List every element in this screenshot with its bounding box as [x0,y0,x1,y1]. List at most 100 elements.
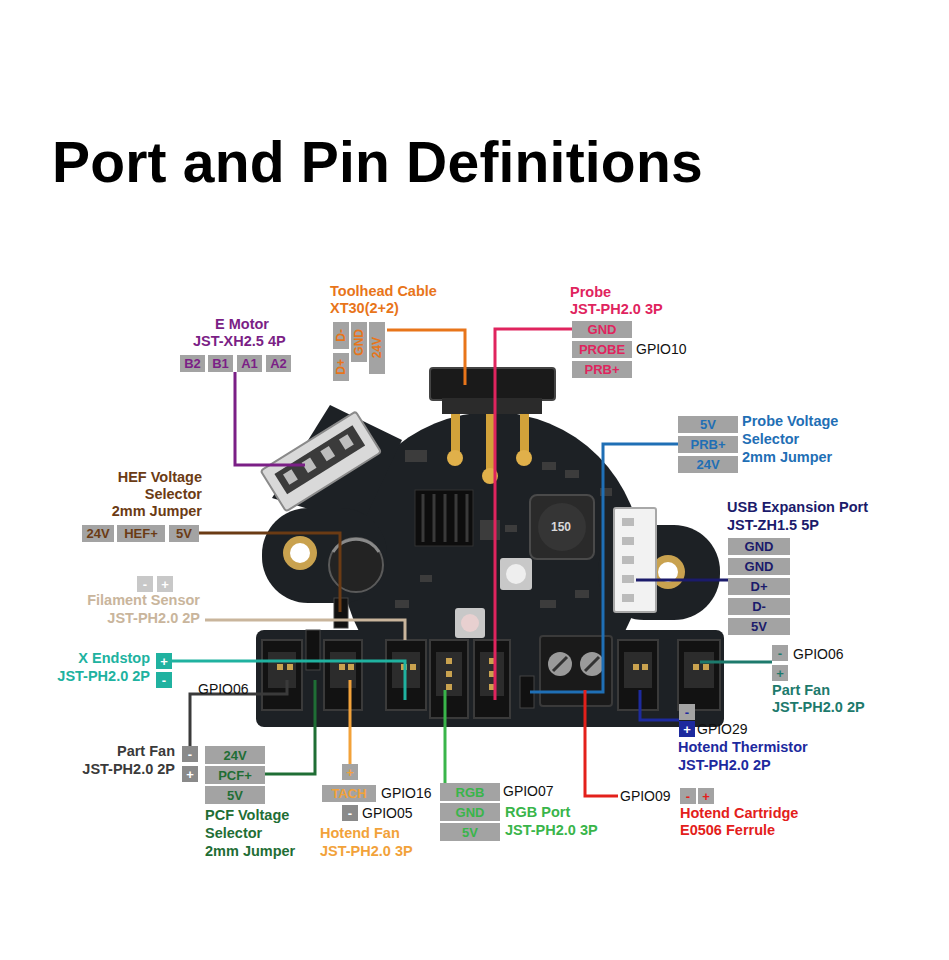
heatsink [444,494,447,542]
connector-pin [633,664,639,670]
port-label: JST-ZH1.5 5P [727,518,819,533]
usb-connector [622,518,634,526]
port-label: Toolhead Cable [330,284,437,299]
pin-label: 24V [82,525,114,542]
gpio-label: GPIO10 [636,342,687,356]
pin-label: PRB+ [678,436,738,453]
jst-connector [262,640,302,710]
heatsink [466,494,469,542]
usb-connector [622,537,634,545]
jst-connector [684,652,714,688]
pin-label: 5V [205,786,265,804]
pin-label: + [679,721,695,737]
smd-parts [395,600,409,608]
port-label: RGB Port [505,805,570,820]
port-label: USB Expansion Port [727,500,868,515]
terminal-block [553,657,567,671]
jst-connector [330,652,356,688]
pin-label: + [698,788,714,804]
xt30-connector [430,368,555,400]
pin-label: HEF+ [117,525,165,542]
pin-label: D+ [333,353,349,381]
motor-connector [261,411,381,511]
port-label: E0506 Ferrule [680,823,775,838]
port-label: Hotend Cartridge [680,806,798,821]
pin-text: D+ [335,359,347,375]
capacitor [329,538,383,592]
pin-label: D+ [728,578,790,595]
jst-connector [262,640,720,718]
leader-line [530,444,678,692]
motor-connector [339,434,354,449]
heatsink [415,490,473,546]
gpio-label: GPIO07 [503,784,554,798]
port-label: Probe [570,285,611,300]
port-label: Hotend Thermistor [678,740,808,755]
xt30-connector [451,414,460,456]
pin-label: A2 [266,355,291,372]
motor-connector [283,469,298,484]
port-label: JST-PH2.0 2P [678,758,771,773]
port-label: JST-PH2.0 2P [82,762,175,777]
port-label: 2mm Jumper [742,450,832,465]
port-label: Hotend Fan [320,826,400,841]
pin-label: + [342,764,358,780]
jst-connector [678,640,720,710]
leader-line [199,533,340,612]
connector-pin [277,664,283,670]
smd-parts [565,470,579,478]
pin-label: - [772,645,788,661]
gpio-label: GPIO06 [793,647,844,661]
connector-pin [446,658,452,664]
pin-label: 5V [169,525,199,542]
leader-line [585,690,618,796]
xt30-connector [447,450,463,466]
port-label: Part Fan [117,744,175,759]
pin-label: 5V [728,618,790,635]
pin-label: + [157,576,173,592]
port-label: Selector [742,432,799,447]
jst-connector [324,640,362,710]
port-label: JST-PH2.0 3P [570,302,663,317]
leader-line [387,330,465,385]
pcb-outline [256,405,724,727]
smd-parts [480,520,500,540]
port-label: E Motor [215,317,269,332]
pin-label: 24V [205,746,265,764]
capacitor [329,538,383,592]
connector-pin [287,664,293,670]
smd-parts [395,450,612,608]
leader-line [700,661,772,664]
inductor [538,503,586,551]
leader-line [172,329,772,796]
pin-label: + [772,665,788,681]
reset-button [506,564,526,584]
connector-pin [410,664,416,670]
pin-label: - [156,672,172,688]
jumper-header [306,598,534,708]
port-label: X Endstop [78,651,150,666]
pin-label: GND [351,322,367,362]
port-label: 2mm Jumper [205,844,295,859]
pin-text: GND [353,329,365,356]
pin-label: B2 [180,355,205,372]
motor-connector [274,425,365,494]
pin-label: + [182,766,198,782]
pin-label: 5V [678,416,738,433]
page-title: Port and Pin Definitions [52,134,703,191]
usb-connector [622,556,634,564]
terminal-block [548,652,572,676]
connector-pin [348,664,354,670]
jst-connector [430,640,468,718]
terminal-block [540,636,612,706]
connector-pin [446,671,452,677]
xt30-connector [516,450,532,466]
leader-line [190,680,287,746]
connector-pin [446,684,452,690]
port-label: JST-XH2.5 4P [193,334,286,349]
pin-label: D- [333,322,349,349]
smd-parts [540,600,556,608]
leader-line [265,680,315,774]
motor-connector [320,446,335,461]
jst-connector [480,652,504,696]
